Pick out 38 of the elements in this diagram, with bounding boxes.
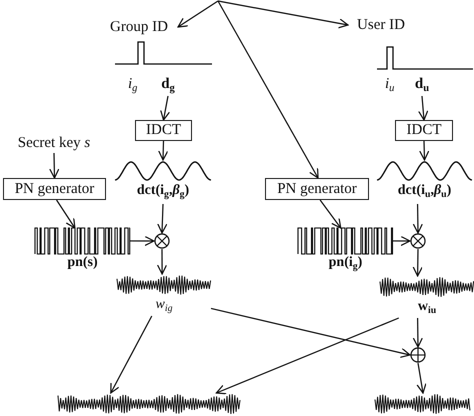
signal-label: dct(i$_{g}$,β$_{g}$): [136, 184, 190, 200]
process-box: PN generator: [3, 178, 106, 200]
index-label: i$_{g}$: [128, 76, 138, 94]
arrow: [110, 316, 152, 394]
signal-label: pn(s): [67, 256, 98, 270]
node-label: d$_{g}$: [161, 77, 175, 95]
arrow: [156, 249, 168, 275]
arrow: [412, 204, 423, 234]
node-label: d$_{u}$: [414, 77, 430, 95]
node-label: Secret key s: [18, 136, 90, 150]
arrow: [412, 318, 423, 348]
arrow: [217, 0, 319, 179]
arrow: [412, 249, 423, 277]
node-label: Group ID: [110, 20, 168, 34]
arrow: [216, 317, 400, 394]
arrow: [158, 140, 168, 161]
index-label: i$_{u}$: [385, 76, 394, 94]
arrow: [419, 140, 430, 161]
arrow: [160, 96, 170, 121]
process-box: IDCT: [135, 120, 192, 141]
arrow: [177, 0, 218, 28]
arrow: [320, 200, 342, 229]
signal-label: dct(i$_{u}$,β$_{u}$): [398, 184, 452, 200]
signal-label: w$_{iu}$: [418, 300, 436, 316]
signal-label: w$_{ig}$: [156, 298, 172, 314]
node-label: User ID: [357, 18, 405, 32]
arrow: [416, 362, 427, 394]
process-box: PN generator: [265, 178, 369, 200]
arrow: [210, 308, 411, 358]
arrow: [393, 236, 411, 246]
arrow: [56, 200, 76, 229]
arrow: [49, 152, 60, 179]
arrow: [157, 204, 168, 234]
arrow: [418, 96, 428, 121]
signal-label: pn(i$_{g}$): [328, 256, 362, 272]
arrow: [218, 0, 349, 28]
arrow: [130, 236, 155, 246]
process-box: IDCT: [395, 120, 453, 141]
